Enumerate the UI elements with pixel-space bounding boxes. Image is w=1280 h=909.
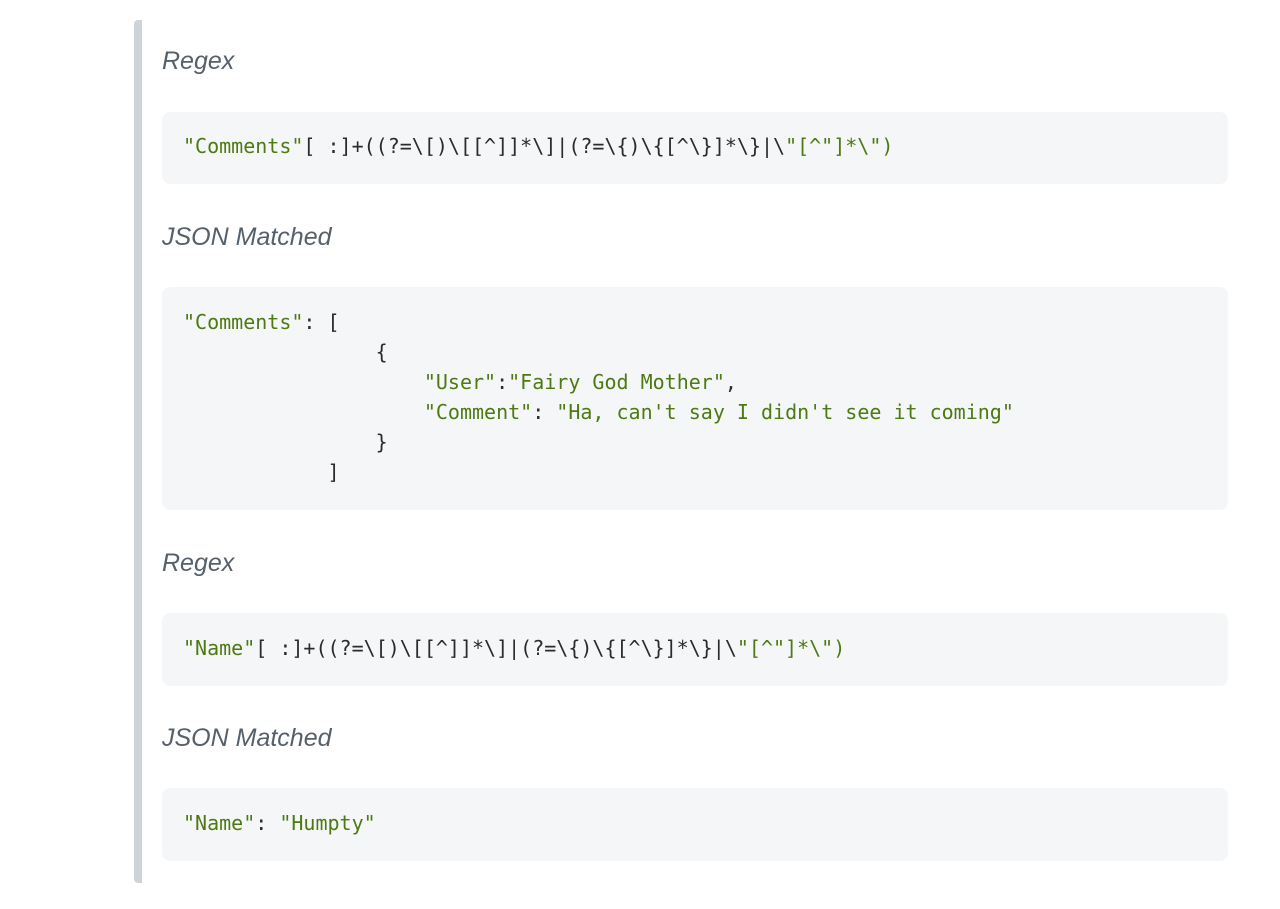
code-string-token: "Name" bbox=[183, 636, 256, 660]
code-token: [ :]+((?=\[)\[[^]]*\]|(?=\{)\{[^\}]*\}|\ bbox=[303, 134, 786, 158]
code-string-token: "Ha, can't say I didn't see it coming" bbox=[556, 400, 1014, 424]
code-token: : bbox=[255, 811, 280, 835]
code-string-token: "User" bbox=[423, 370, 497, 394]
code-token: [ :]+((?=\[)\[[^]]*\]|(?=\{)\{[^\}]*\}|\ bbox=[255, 636, 737, 660]
code-token bbox=[183, 370, 424, 394]
code-block-regex-name: "Name"[ :]+((?=\[)\[[^]]*\]|(?=\{)\{[^\}… bbox=[162, 613, 1228, 686]
code-line: { bbox=[183, 337, 1207, 367]
section-label-regex-name: Regex bbox=[162, 549, 235, 577]
code-block-regex-comments: "Comments"[ :]+((?=\[)\[[^]]*\]|(?=\{)\{… bbox=[162, 112, 1228, 184]
code-string-token: "Comments" bbox=[183, 134, 304, 158]
code-line: "Name"[ :]+((?=\[)\[[^]]*\]|(?=\{)\{[^\}… bbox=[183, 633, 1207, 663]
code-line: "Name": "Humpty" bbox=[183, 808, 1207, 838]
code-string-token: "Humpty" bbox=[279, 811, 376, 835]
code-token: ] bbox=[183, 460, 340, 484]
code-string-token: "Name" bbox=[183, 811, 256, 835]
section-label-json-name: JSON Matched bbox=[162, 724, 332, 752]
code-token: } bbox=[183, 430, 388, 454]
code-token: : bbox=[496, 370, 509, 394]
code-line: ] bbox=[183, 457, 1207, 487]
code-line: "Comments": [ bbox=[183, 307, 1207, 337]
code-string-token: "Comments" bbox=[183, 310, 304, 334]
section-label-json-comments: JSON Matched bbox=[162, 223, 332, 251]
code-line: "Comment": "Ha, can't say I didn't see i… bbox=[183, 397, 1207, 427]
code-line: "Comments"[ :]+((?=\[)\[[^]]*\]|(?=\{)\{… bbox=[183, 131, 1207, 161]
code-token: { bbox=[183, 340, 388, 364]
code-token: , bbox=[724, 370, 737, 394]
code-token bbox=[183, 400, 424, 424]
code-line: "User":"Fairy God Mother", bbox=[183, 367, 1207, 397]
code-block-json-comments: "Comments": [ { "User":"Fairy God Mother… bbox=[162, 287, 1228, 510]
code-string-token: "Comment" bbox=[423, 400, 533, 424]
section-label-regex-comments: Regex bbox=[162, 47, 235, 75]
code-block-json-name: "Name": "Humpty" bbox=[162, 788, 1228, 861]
blockquote bbox=[134, 20, 1230, 883]
code-string-token: "Fairy God Mother" bbox=[508, 370, 725, 394]
code-line: } bbox=[183, 427, 1207, 457]
code-string-token: "[^"]*\") bbox=[785, 134, 894, 158]
code-token: : [ bbox=[303, 310, 340, 334]
code-token: : bbox=[532, 400, 557, 424]
code-string-token: "[^"]*\") bbox=[736, 636, 846, 660]
